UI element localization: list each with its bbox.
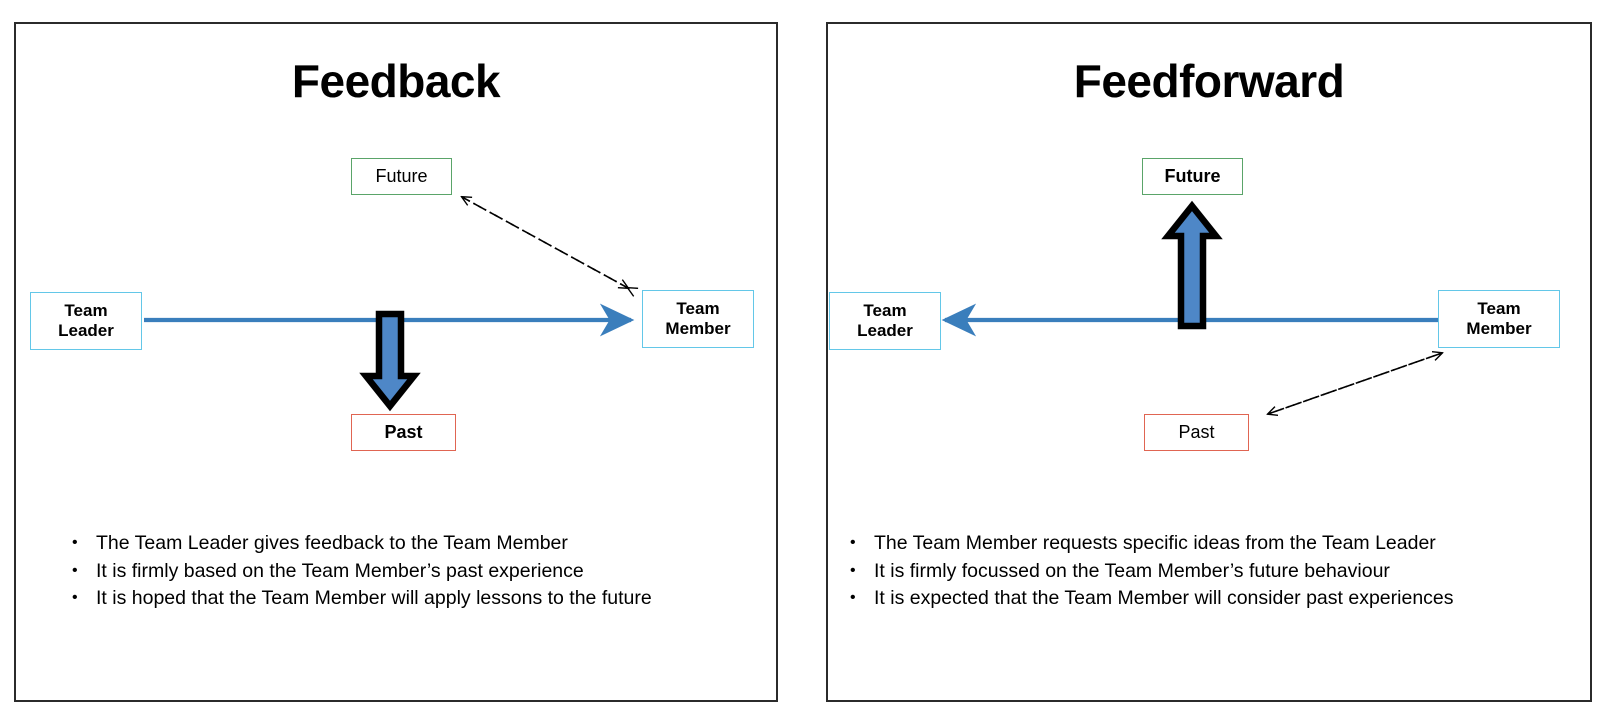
- node-past[interactable]: Past: [351, 414, 456, 451]
- node-team-member-label: Team Member: [1466, 299, 1531, 339]
- list-item: • It is hoped that the Team Member will …: [72, 585, 652, 613]
- node-past-label: Past: [384, 421, 423, 442]
- bullet-text: The Team Leader gives feedback to the Te…: [96, 532, 568, 554]
- panel-feedback: Feedback: [14, 22, 778, 702]
- panel-feedforward-inner: Feedforward: [828, 24, 1590, 700]
- list-item: • The Team Member requests specific idea…: [850, 530, 1454, 558]
- bullet-icon: •: [72, 589, 78, 607]
- list-item: • It is expected that the Team Member wi…: [850, 585, 1454, 613]
- node-team-leader[interactable]: Team Leader: [30, 292, 142, 350]
- dashed-arrow-feedforward: [1267, 353, 1442, 415]
- bullet-text: The Team Member requests specific ideas …: [874, 532, 1436, 554]
- team-member-line1: Team: [676, 298, 720, 318]
- list-item: • It is firmly focussed on the Team Memb…: [850, 558, 1454, 586]
- bullet-text: It is expected that the Team Member will…: [874, 587, 1454, 610]
- node-team-member[interactable]: Team Member: [642, 290, 754, 348]
- bullet-icon: •: [72, 534, 78, 551]
- dashed-arrow-feedback-fwd: [461, 196, 628, 288]
- team-leader-line1: Team: [64, 300, 108, 320]
- node-team-leader[interactable]: Team Leader: [829, 292, 941, 350]
- node-past-label: Past: [1178, 421, 1215, 442]
- dashed-arrow-feedback: [462, 197, 628, 288]
- bullet-icon: •: [72, 561, 78, 579]
- list-item: • The Team Leader gives feedback to the …: [72, 530, 652, 558]
- node-past[interactable]: Past: [1144, 414, 1249, 451]
- node-team-leader-label: Team Leader: [58, 301, 114, 341]
- panel-feedback-inner: Feedback: [16, 24, 776, 700]
- page-title-feedforward: Feedforward: [1073, 55, 1345, 107]
- bullet-text: It is hoped that the Team Member will ap…: [96, 587, 652, 610]
- node-future[interactable]: Future: [351, 158, 452, 195]
- node-future[interactable]: Future: [1142, 158, 1243, 195]
- team-member-line2: Member: [665, 319, 731, 338]
- node-team-leader-label: Team Leader: [857, 301, 913, 341]
- team-member-line1: Team: [1477, 298, 1521, 318]
- bullet-text: It is firmly focussed on the Team Member…: [874, 559, 1390, 582]
- list-item: • It is firmly based on the Team Member’…: [72, 558, 652, 586]
- bullet-icon: •: [850, 589, 856, 607]
- dashed-arrow-feedforward-rev: [1268, 352, 1443, 414]
- team-leader-line2: Leader: [58, 321, 114, 340]
- team-member-line2: Member: [1466, 319, 1532, 338]
- page-title-feedback: Feedback: [291, 55, 501, 107]
- bullet-text: It is firmly based on the Team Member’s …: [96, 559, 584, 582]
- bullet-list-feedback: • The Team Leader gives feedback to the …: [72, 530, 652, 613]
- vertical-arrow-feedback: [359, 310, 421, 412]
- vertical-arrow-feedforward: [1161, 200, 1223, 330]
- node-team-member[interactable]: Team Member: [1438, 290, 1560, 348]
- team-leader-line1: Team: [863, 300, 907, 320]
- bullet-icon: •: [850, 561, 856, 579]
- node-future-label: Future: [375, 165, 428, 186]
- panel-feedforward: Feedforward: [826, 22, 1592, 702]
- node-future-label: Future: [1164, 165, 1221, 186]
- bullet-icon: •: [850, 534, 856, 551]
- bullet-list-feedforward: • The Team Member requests specific idea…: [850, 530, 1454, 613]
- node-team-member-label: Team Member: [665, 299, 730, 339]
- team-leader-line2: Leader: [857, 321, 913, 340]
